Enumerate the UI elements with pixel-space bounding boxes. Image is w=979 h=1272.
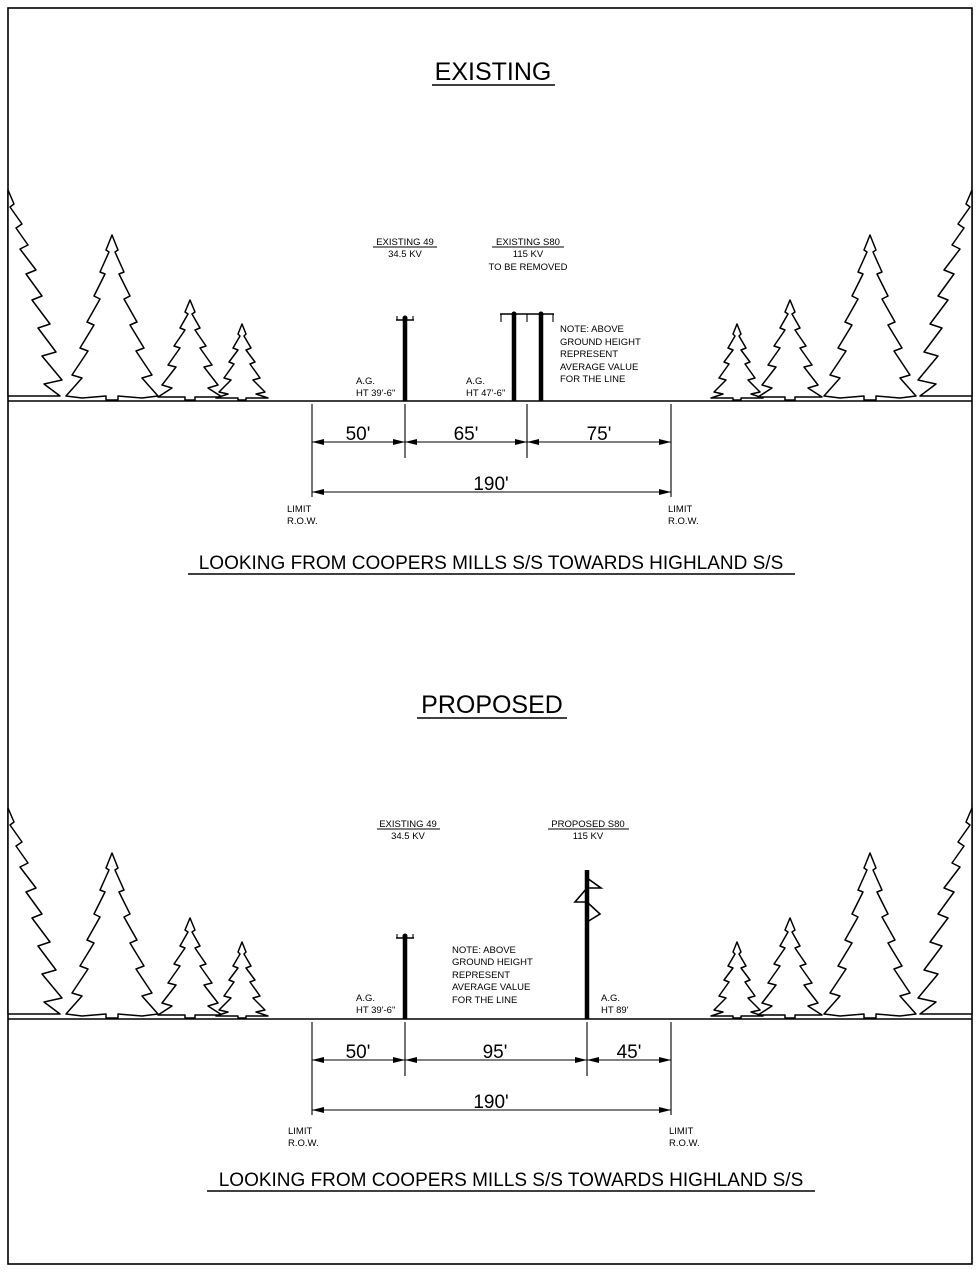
span-dimension: 45' (617, 1042, 642, 1063)
tree-icon (823, 234, 917, 401)
svg-text:NOTE: ABOVE: NOTE: ABOVE (560, 324, 624, 335)
svg-text:R.O.W.: R.O.W. (288, 1138, 319, 1149)
height-label-49: A.G. HT 39'-6" (356, 376, 395, 399)
insulator-arms (573, 877, 604, 923)
tree-icon (215, 941, 269, 1019)
line-label-existing-49: EXISTING 49 34.5 KV (377, 819, 440, 842)
tree-icon (823, 852, 917, 1019)
svg-text:LIMIT: LIMIT (669, 1126, 693, 1137)
tree-icon (157, 299, 223, 401)
svg-text:FOR THE LINE: FOR THE LINE (452, 995, 517, 1006)
tree-icon (7, 189, 63, 397)
svg-text:R.O.W.: R.O.W. (668, 516, 699, 527)
svg-text:HT 39'-6": HT 39'-6" (356, 1005, 395, 1016)
section-title: PROPOSED (421, 691, 563, 719)
tree-icon (157, 917, 223, 1019)
monopole-proposed-s80 (573, 870, 604, 1019)
tree-icon (65, 852, 159, 1019)
line-label-existing-49: EXISTING 49 34.5 KV (373, 237, 437, 260)
tree-icon (7, 807, 63, 1015)
svg-text:R.O.W.: R.O.W. (669, 1138, 700, 1149)
line-name: EXISTING 49 (376, 237, 434, 248)
limit-row-right: LIMIT R.O.W. (668, 504, 699, 527)
line-name: EXISTING S80 (496, 237, 560, 248)
svg-text:AVERAGE VALUE: AVERAGE VALUE (560, 362, 638, 373)
svg-text:NOTE: ABOVE: NOTE: ABOVE (452, 945, 516, 956)
limit-row-right: LIMIT R.O.W. (669, 1126, 700, 1149)
tree-icon (917, 807, 973, 1015)
svg-text:A.G.: A.G. (601, 993, 620, 1004)
tree-group-left (7, 189, 269, 401)
tree-group-right (710, 807, 973, 1019)
line-status: TO BE REMOVED (488, 262, 567, 273)
svg-text:LIMIT: LIMIT (287, 504, 311, 515)
section-existing: EXISTING EXISTING 49 34.5 KV EXISTING S8… (7, 58, 973, 575)
line-name: EXISTING 49 (379, 819, 437, 830)
view-caption: LOOKING FROM COOPERS MILLS S/S TOWARDS H… (219, 1170, 804, 1191)
tree-group-left (7, 807, 269, 1019)
line-label-existing-s80: EXISTING S80 115 KV TO BE REMOVED (488, 237, 567, 273)
span-dimension: 50' (346, 1042, 371, 1063)
total-dimension: 190' (473, 1092, 508, 1113)
span-dimension: 50' (346, 424, 371, 445)
svg-text:FOR THE LINE: FOR THE LINE (560, 374, 625, 385)
svg-text:A.G.: A.G. (356, 993, 375, 1004)
svg-text:GROUND HEIGHT: GROUND HEIGHT (452, 957, 533, 968)
section-proposed: PROPOSED EXISTING 49 34.5 KV PROPOSED S8… (7, 691, 973, 1192)
svg-text:A.G.: A.G. (466, 376, 485, 387)
tree-icon (710, 323, 764, 401)
svg-text:HT 47'-6": HT 47'-6" (466, 388, 505, 399)
tree-icon (215, 323, 269, 401)
svg-text:HT 39'-6": HT 39'-6" (356, 388, 395, 399)
tree-icon (757, 299, 823, 401)
span-dimension: 95' (483, 1042, 508, 1063)
pole-existing-49 (396, 933, 414, 1019)
line-voltage: 115 KV (513, 249, 544, 260)
note-text: NOTE: ABOVE GROUND HEIGHT REPRESENT AVER… (560, 324, 641, 385)
pole-existing-49 (396, 315, 414, 401)
line-label-proposed-s80: PROPOSED S80 115 KV (548, 819, 629, 842)
h-frame-structure-existing-s80 (500, 311, 554, 401)
span-dimension: 65' (454, 424, 479, 445)
tree-icon (917, 189, 973, 397)
line-voltage: 115 KV (573, 831, 604, 842)
view-caption: LOOKING FROM COOPERS MILLS S/S TOWARDS H… (199, 553, 784, 574)
svg-text:R.O.W.: R.O.W. (287, 516, 318, 527)
tree-icon (757, 917, 823, 1019)
line-voltage: 34.5 KV (388, 249, 422, 260)
tree-icon (65, 234, 159, 401)
limit-row-left: LIMIT R.O.W. (287, 504, 318, 527)
svg-text:REPRESENT: REPRESENT (452, 970, 510, 981)
tree-group-right (710, 189, 973, 401)
svg-text:LIMIT: LIMIT (288, 1126, 312, 1137)
line-voltage: 34.5 KV (391, 831, 425, 842)
tree-icon (710, 941, 764, 1019)
total-dimension: 190' (473, 474, 508, 495)
height-label-s80: A.G. HT 89' (601, 993, 629, 1016)
dimension-lines (311, 1022, 672, 1115)
height-label-49: A.G. HT 39'-6" (356, 993, 395, 1016)
drawing-frame (7, 7, 973, 1265)
svg-text:REPRESENT: REPRESENT (560, 349, 618, 360)
svg-text:A.G.: A.G. (356, 376, 375, 387)
svg-text:LIMIT: LIMIT (668, 504, 692, 515)
line-name: PROPOSED S80 (551, 819, 624, 830)
section-title: EXISTING (435, 58, 552, 86)
dimension-lines (311, 404, 672, 497)
span-dimension: 75' (587, 424, 612, 445)
note-text: NOTE: ABOVE GROUND HEIGHT REPRESENT AVER… (452, 945, 533, 1006)
height-label-s80: A.G. HT 47'-6" (466, 376, 505, 399)
svg-text:HT 89': HT 89' (601, 1005, 629, 1016)
svg-text:GROUND HEIGHT: GROUND HEIGHT (560, 337, 641, 348)
limit-row-left: LIMIT R.O.W. (288, 1126, 319, 1149)
svg-text:AVERAGE VALUE: AVERAGE VALUE (452, 982, 530, 993)
